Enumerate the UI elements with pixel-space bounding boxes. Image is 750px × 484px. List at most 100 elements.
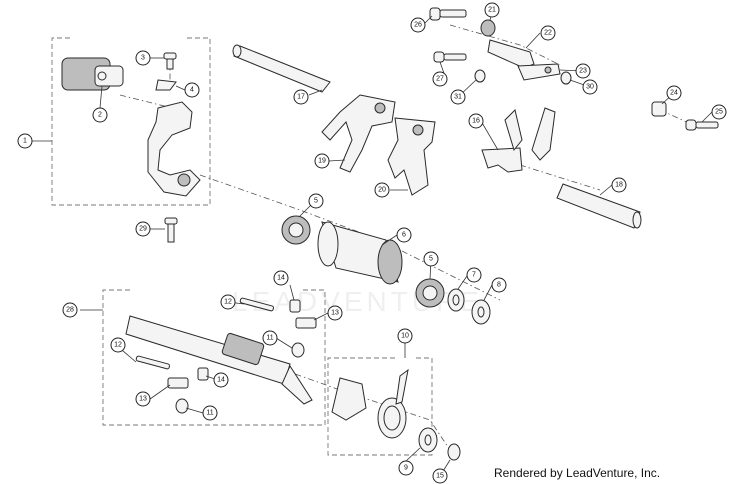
washer-31 xyxy=(474,69,486,83)
washer-7 xyxy=(447,288,465,312)
washer-9 xyxy=(418,427,438,453)
callout-14-upper: 14 xyxy=(273,270,289,286)
svg-text:1: 1 xyxy=(23,138,27,145)
callout-20: 20 xyxy=(374,182,390,198)
callout-18: 18 xyxy=(611,177,627,193)
svg-text:30: 30 xyxy=(586,84,594,91)
svg-text:5: 5 xyxy=(429,256,433,263)
roller-11-upper xyxy=(291,342,305,358)
callout-25: 25 xyxy=(711,104,727,120)
shift-fork-19 xyxy=(321,94,396,173)
callout-9: 9 xyxy=(398,460,414,476)
callout-29: 29 xyxy=(135,221,151,237)
svg-text:17: 17 xyxy=(297,94,305,101)
callout-10: 10 xyxy=(397,328,413,344)
shift-rail-17 xyxy=(232,44,331,93)
roller-11-lower xyxy=(175,398,189,414)
svg-text:13: 13 xyxy=(331,310,339,317)
callout-12-lower: 12 xyxy=(110,337,126,353)
svg-text:21: 21 xyxy=(488,7,496,14)
svg-text:26: 26 xyxy=(414,22,422,29)
callout-30: 30 xyxy=(582,79,598,95)
svg-text:13: 13 xyxy=(139,396,147,403)
svg-text:28: 28 xyxy=(66,307,74,314)
roller-14-lower xyxy=(197,367,209,381)
svg-text:7: 7 xyxy=(472,272,476,279)
callout-15: 15 xyxy=(432,468,448,484)
callout-24: 24 xyxy=(666,85,682,101)
callout-5-upper: 5 xyxy=(308,193,324,209)
assembly-box-1 xyxy=(51,37,211,206)
svg-text:31: 31 xyxy=(454,94,462,101)
callout-2: 2 xyxy=(92,107,108,123)
callout-19: 19 xyxy=(314,153,330,169)
svg-text:9: 9 xyxy=(404,465,408,472)
callout-21: 21 xyxy=(484,2,500,18)
roller-14-upper xyxy=(289,299,301,313)
callout-22: 22 xyxy=(540,25,556,41)
callout-31: 31 xyxy=(450,89,466,105)
link-23 xyxy=(517,63,561,81)
pin-12-lower xyxy=(135,355,170,370)
circlip-15 xyxy=(447,443,461,461)
svg-text:24: 24 xyxy=(670,90,678,97)
callout-11-lower: 11 xyxy=(202,405,218,421)
svg-text:12: 12 xyxy=(114,342,122,349)
svg-text:5: 5 xyxy=(314,198,318,205)
callout-28: 28 xyxy=(62,302,78,318)
callout-11-upper: 11 xyxy=(262,330,278,346)
callout-16: 16 xyxy=(468,113,484,129)
shift-fork-20 xyxy=(387,117,436,196)
small-bolt-3 xyxy=(163,52,177,70)
bolt-27 xyxy=(433,51,467,63)
svg-text:15: 15 xyxy=(436,473,444,480)
pin-12-upper xyxy=(239,297,274,312)
bearing-5-left xyxy=(281,215,311,245)
svg-text:25: 25 xyxy=(715,109,723,116)
bearing-21 xyxy=(480,19,496,37)
bolt-26 xyxy=(429,7,467,21)
svg-text:16: 16 xyxy=(472,118,480,125)
callout-12-upper: 12 xyxy=(220,294,236,310)
rendered-by-credit: Rendered by LeadVenture, Inc. xyxy=(494,466,661,480)
callout-7: 7 xyxy=(466,267,482,283)
svg-text:14: 14 xyxy=(277,275,285,282)
svg-text:10: 10 xyxy=(401,333,409,340)
callout-26: 26 xyxy=(410,17,426,33)
svg-text:29: 29 xyxy=(139,226,147,233)
clip-13-upper xyxy=(295,317,317,329)
svg-text:14: 14 xyxy=(217,377,225,384)
callout-13-lower: 13 xyxy=(135,391,151,407)
clip-13-lower xyxy=(167,377,189,389)
svg-text:12: 12 xyxy=(224,299,232,306)
shift-shaft-28 xyxy=(125,315,313,405)
svg-text:18: 18 xyxy=(615,182,623,189)
shift-rail-18 xyxy=(556,183,642,229)
spacer-24 xyxy=(651,101,667,117)
svg-text:22: 22 xyxy=(544,30,552,37)
return-spring-10 xyxy=(331,368,409,439)
callout-1: 1 xyxy=(17,133,33,149)
washer-8 xyxy=(471,299,491,325)
shift-lever-assembly xyxy=(61,57,201,197)
shift-drum-6 xyxy=(317,221,403,285)
assembly-box-28 xyxy=(102,289,326,426)
callout-6: 6 xyxy=(396,227,412,243)
svg-text:11: 11 xyxy=(266,335,273,342)
callout-14-lower: 14 xyxy=(213,372,229,388)
svg-text:23: 23 xyxy=(579,68,587,75)
axis-line xyxy=(519,164,601,191)
callout-17: 17 xyxy=(293,89,309,105)
bearing-5-right xyxy=(415,278,445,308)
svg-text:4: 4 xyxy=(190,87,194,94)
assembly-box-10 xyxy=(327,357,433,456)
axis-line xyxy=(449,24,561,66)
callout-13-upper: 13 xyxy=(327,305,343,321)
bolt-25 xyxy=(685,119,719,131)
shift-fork-16 xyxy=(481,107,556,173)
callout-27: 27 xyxy=(432,71,448,87)
svg-text:8: 8 xyxy=(497,282,501,289)
axis-line xyxy=(199,174,501,301)
callout-4: 4 xyxy=(184,82,200,98)
svg-text:2: 2 xyxy=(98,112,102,119)
